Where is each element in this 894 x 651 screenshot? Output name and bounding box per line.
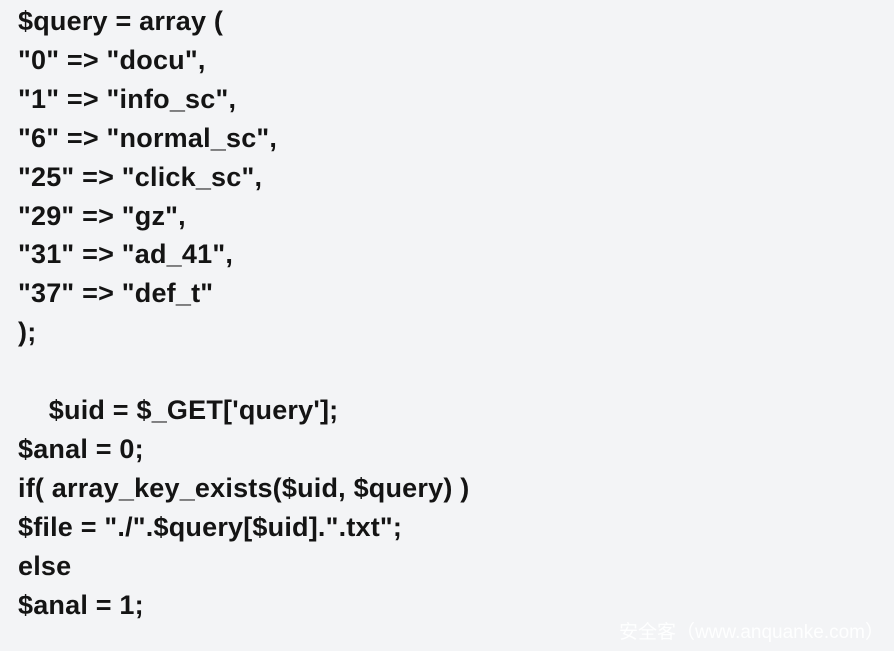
code-line: if( array_key_exists($uid, $query) ) — [18, 472, 470, 503]
anquanke-watermark: 安全客（www.anquanke.com） — [618, 622, 884, 643]
code-line: "0" => "docu", — [18, 44, 206, 75]
code-line: $query = array ( — [18, 6, 224, 36]
code-line: "29" => "gz", — [18, 200, 186, 231]
code-line: else — [18, 550, 72, 581]
code-line: $anal = 0; — [18, 433, 144, 464]
code-line: "6" => "normal_sc", — [18, 122, 278, 153]
code-line-blank — [18, 352, 878, 391]
code-line: $uid = $_GET['query']; — [18, 395, 339, 426]
code-line: "1" => "info_sc", — [18, 83, 237, 114]
code-line: "31" => "ad_41", — [18, 239, 234, 270]
php-code-block: $query = array ( "0" => "docu", "1" => "… — [18, 0, 878, 624]
code-line: "25" => "click_sc", — [18, 161, 263, 192]
code-line: $file = "./".$query[$uid].".txt"; — [18, 511, 403, 542]
code-line: $anal = 1; — [18, 589, 144, 620]
code-line: ); — [18, 317, 37, 348]
code-line: "37" => "def_t" — [18, 278, 214, 309]
